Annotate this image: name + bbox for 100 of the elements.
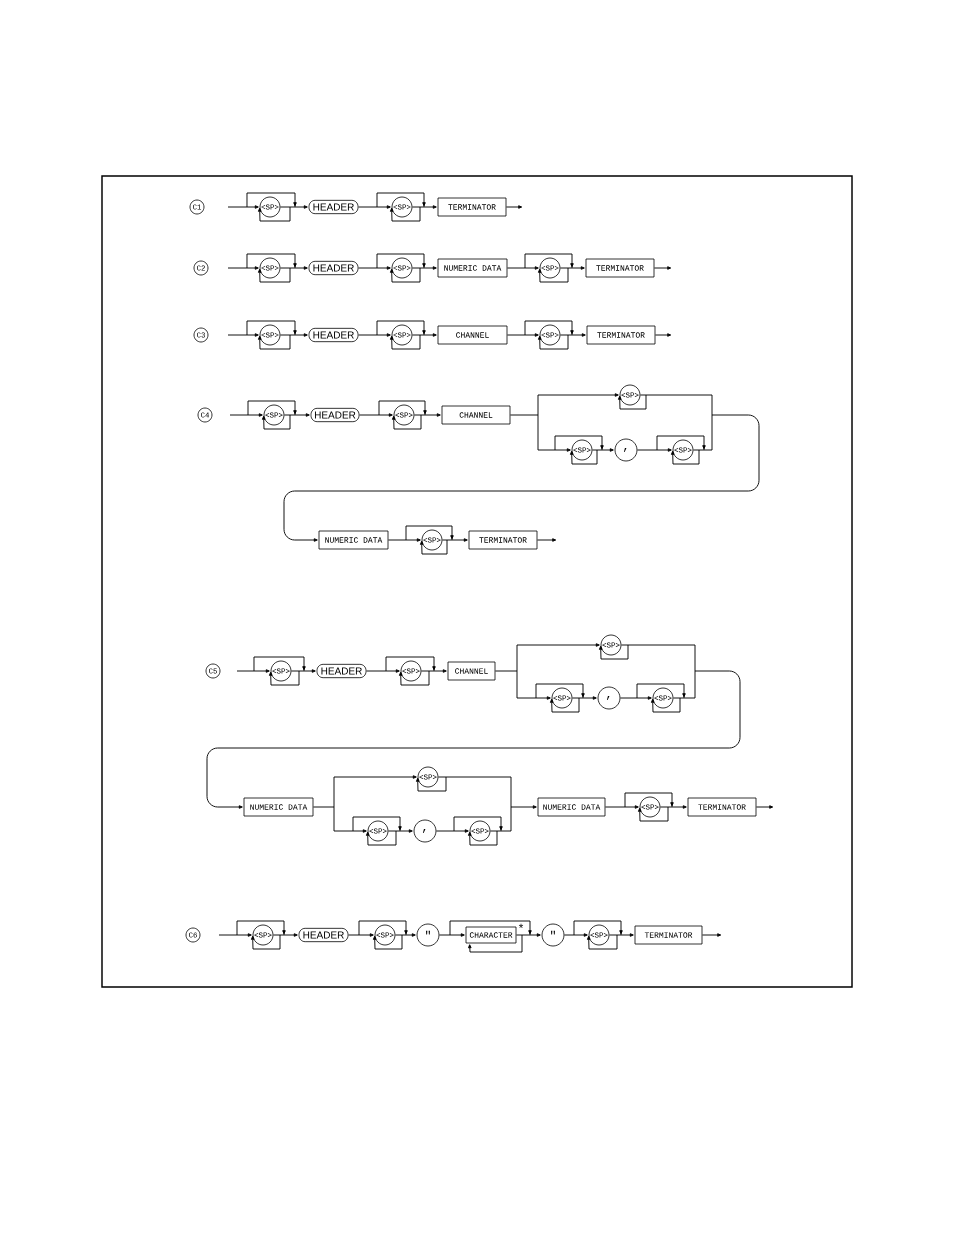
connector-arrow	[236, 933, 252, 937]
connector-line	[289, 334, 296, 336]
connector-line	[441, 539, 448, 541]
syntax-box: TERMINATOR	[468, 530, 538, 550]
footnote-mark: *	[518, 923, 524, 928]
connector-line	[683, 670, 696, 699]
connector-line	[559, 334, 569, 336]
connector-line	[411, 267, 421, 269]
connector-arrow	[358, 933, 374, 937]
connector-arrow	[529, 933, 541, 937]
connector-arrow	[701, 933, 722, 937]
syntax-box: TERMINATOR	[687, 797, 757, 817]
bypass-arrow	[376, 192, 426, 208]
repeat-loop-arrow	[537, 334, 569, 350]
connector-line	[227, 267, 248, 269]
bypass-arrow	[449, 920, 532, 936]
connector-line	[411, 334, 421, 336]
connector-line	[596, 449, 603, 451]
connector-line	[365, 670, 387, 672]
repeat-loop-arrow	[391, 414, 422, 430]
connector-line	[394, 934, 403, 936]
repeat-loop-arrow	[419, 539, 448, 555]
connector-arrow	[333, 775, 417, 808]
bypass-arrow	[554, 435, 604, 451]
connector-arrow	[449, 933, 465, 937]
connector-line	[445, 776, 512, 808]
connector-arrow	[206, 670, 741, 809]
repeat-loop-arrow	[670, 449, 700, 465]
connector-line	[229, 414, 249, 416]
connector-line	[608, 934, 618, 936]
connector-line	[387, 830, 397, 832]
connector-line	[419, 334, 425, 336]
connector-line	[703, 414, 713, 451]
connector-arrow	[524, 333, 539, 337]
connector-line	[679, 697, 685, 699]
syntax-box: TERMINATOR	[634, 925, 703, 945]
connector-line	[419, 267, 425, 269]
connector-line	[563, 934, 575, 936]
connector-arrow	[671, 805, 687, 809]
connector-line	[489, 830, 498, 832]
connector-line	[616, 934, 622, 936]
bypass-arrow	[247, 400, 297, 416]
bypass-arrow	[524, 253, 574, 269]
connector-arrow	[246, 266, 259, 270]
connector-line	[289, 414, 296, 416]
repeat-loop-arrow	[257, 206, 291, 222]
header-capsule: HEADER	[310, 407, 360, 423]
connector-arrow	[283, 414, 760, 542]
connector-arrow	[573, 933, 588, 937]
repeat-loop-arrow	[257, 334, 291, 350]
connector-line	[509, 414, 539, 416]
connector-arrow	[535, 696, 551, 700]
connector-arrow	[423, 266, 437, 270]
syntax-box: NUMERIC DATA	[437, 258, 508, 278]
connector-arrow	[656, 448, 672, 452]
connector-arrow	[405, 538, 421, 542]
bypass-arrow	[573, 920, 623, 936]
connector-line	[567, 267, 573, 269]
connector-line	[620, 644, 629, 646]
syntax-box: NUMERIC DATA	[537, 797, 606, 817]
header-capsule: HEADER	[308, 199, 359, 215]
connector-arrow	[376, 266, 391, 270]
connector-line	[279, 206, 291, 208]
connector-arrow	[451, 538, 468, 542]
connector-line	[639, 394, 647, 396]
connector-line	[420, 414, 426, 416]
connector-line	[347, 934, 360, 936]
connector-arrow	[352, 829, 367, 833]
connector-arrow	[620, 933, 634, 937]
bypass-arrow	[376, 320, 426, 336]
connector-arrow	[246, 333, 259, 337]
repeat-loop-arrow	[268, 670, 300, 686]
connector-line	[435, 830, 455, 832]
connector-line	[521, 934, 531, 936]
repeat-loop-arrow	[549, 697, 580, 713]
connector-arrow	[601, 448, 614, 452]
connector-arrow	[283, 933, 298, 937]
connector-line	[419, 206, 425, 208]
connector-line	[604, 806, 626, 808]
bypass-arrow	[636, 683, 686, 699]
connector-arrow	[755, 805, 774, 809]
header-capsule: HEADER	[308, 260, 359, 276]
connector-line	[236, 670, 255, 672]
connector-line	[494, 670, 518, 672]
bypass-arrow	[352, 816, 402, 832]
repeat-loop-arrow	[617, 394, 647, 410]
connector-line	[567, 334, 573, 336]
bypass-arrow	[236, 920, 286, 936]
connector-line	[413, 414, 422, 416]
connector-line	[496, 830, 502, 832]
connector-line	[283, 414, 291, 416]
connector-line	[559, 267, 569, 269]
connector-line	[420, 670, 430, 672]
connector-line	[289, 206, 296, 208]
connector-arrow	[246, 205, 259, 209]
bypass-arrow	[246, 253, 297, 269]
bypass-arrow	[405, 525, 454, 541]
connector-line	[446, 539, 453, 541]
connector-arrow	[636, 696, 652, 700]
connector-arrow	[378, 413, 393, 417]
